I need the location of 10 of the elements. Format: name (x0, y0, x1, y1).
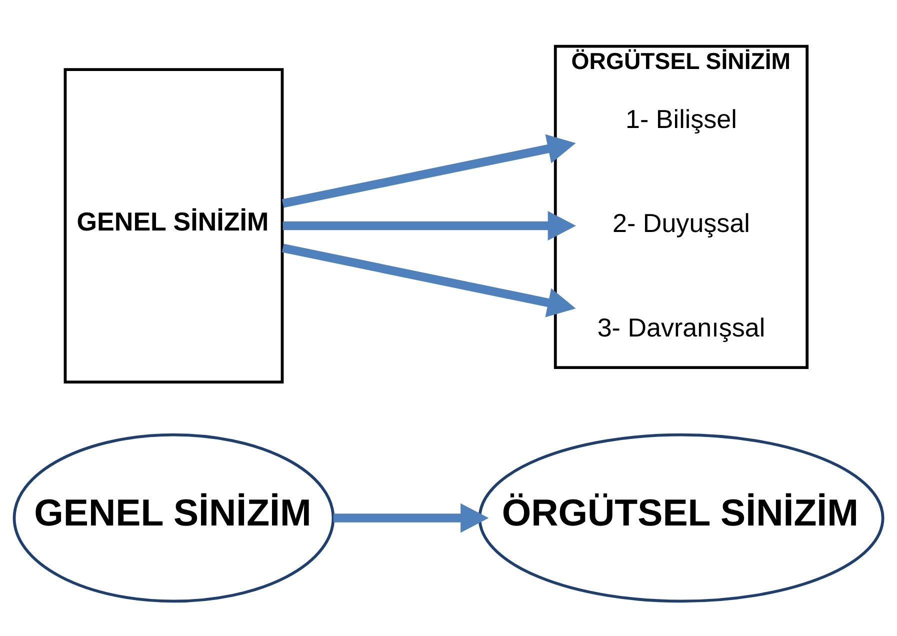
node-text: 2- Duyuşsal (612, 208, 750, 238)
arrow (282, 210, 576, 241)
node-text: 3- Davranışsal (597, 312, 766, 342)
node-box: GENEL SİNİZİM (64, 68, 284, 384)
node-ellipse: GENEL SİNİZİM (12, 433, 335, 603)
node-text: 1- Bilişsel (626, 104, 737, 134)
arrow (282, 134, 576, 208)
arrow (282, 244, 576, 318)
node-ellipse: ÖRGÜTSEL SİNİZİM (478, 433, 884, 603)
arrow (333, 503, 489, 533)
